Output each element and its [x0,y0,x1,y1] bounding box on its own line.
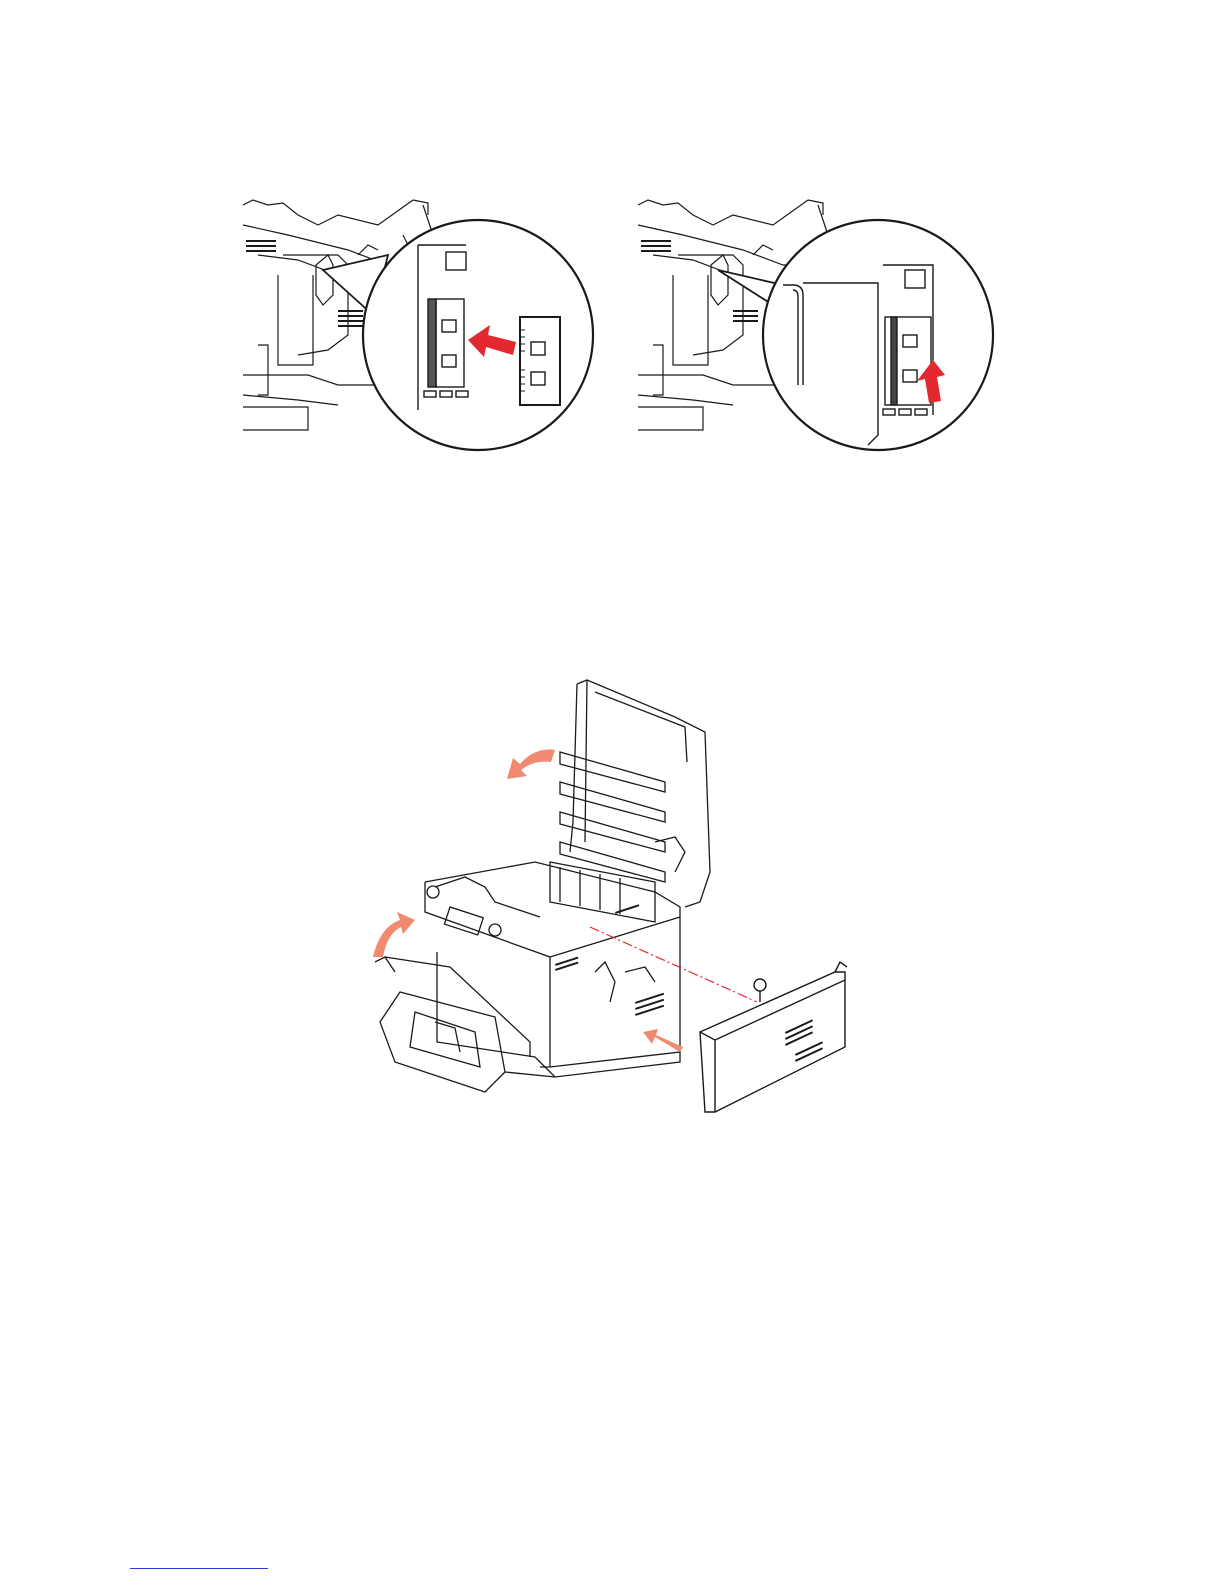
panel-open-arrow-icon [373,912,415,957]
memory-insert-figure [238,195,608,457]
memory-seat-figure [633,195,1003,457]
memory-module-insert-illustration [238,195,608,457]
replace-side-cover-figure [355,672,880,1132]
memory-module-seat-illustration [633,195,1003,457]
printer-side-cover-illustration [355,672,880,1132]
cover-insert-arrow-icon [643,1029,683,1052]
lid-open-arrow-icon [507,750,555,779]
footer-link-underline [130,1568,268,1569]
